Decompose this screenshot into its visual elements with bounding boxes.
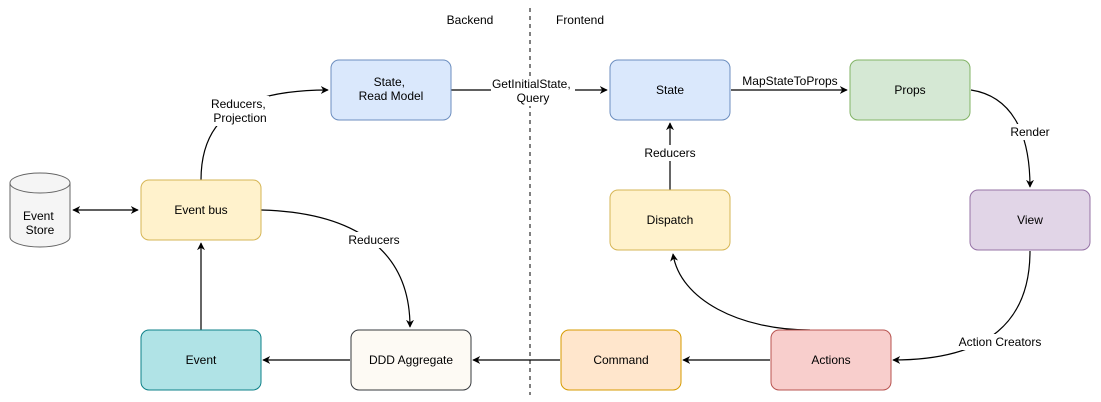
edge-props-view (970, 89, 1034, 188)
ddd-aggregate-label: DDD Aggregate (369, 353, 453, 367)
edge-label-getinitialstate-query: GetInitialState, Query (492, 77, 574, 105)
state-node: State (609, 59, 731, 121)
event-store-cylinder-rim (9, 182, 71, 194)
edge-label-reducers-backend: Reducers (348, 233, 399, 247)
view-label: View (1017, 213, 1043, 227)
event-store-label: Event Store (23, 209, 57, 237)
edge-label-reducers-projection: Reducers, Projection (211, 97, 269, 125)
event-bus-label: Event bus (174, 203, 227, 217)
edge-label-reducers-frontend: Reducers (644, 146, 695, 160)
command-label: Command (593, 353, 648, 367)
view-node: View (969, 189, 1091, 251)
event-label: Event (186, 353, 217, 367)
state-read-model-label: State, Read Model (359, 75, 424, 103)
edge-eventbus-ddd-aggregate (260, 209, 414, 328)
event-store-node: Event Store (9, 172, 71, 248)
edge-view-actions (892, 250, 1031, 364)
edge-label-mapstatetoprops: MapStateToProps (742, 74, 837, 88)
edge-label-action-creators: Action Creators (959, 335, 1042, 349)
ddd-aggregate-node: DDD Aggregate (350, 329, 472, 391)
state-read-model-node: State, Read Model (330, 59, 452, 121)
edge-actions-dispatch (670, 253, 811, 331)
frontend-section-label: Frontend (556, 13, 604, 27)
command-node: Command (560, 329, 682, 391)
event-bus-node: Event bus (140, 179, 262, 241)
state-label: State (656, 83, 684, 97)
edge-label-render: Render (1010, 125, 1049, 139)
event-node: Event (140, 329, 262, 391)
actions-node: Actions (770, 329, 892, 391)
props-label: Props (894, 83, 925, 97)
dispatch-label: Dispatch (647, 213, 694, 227)
actions-label: Actions (811, 353, 850, 367)
backend-section-label: Backend (447, 13, 494, 27)
dispatch-node: Dispatch (609, 189, 731, 251)
props-node: Props (849, 59, 971, 121)
